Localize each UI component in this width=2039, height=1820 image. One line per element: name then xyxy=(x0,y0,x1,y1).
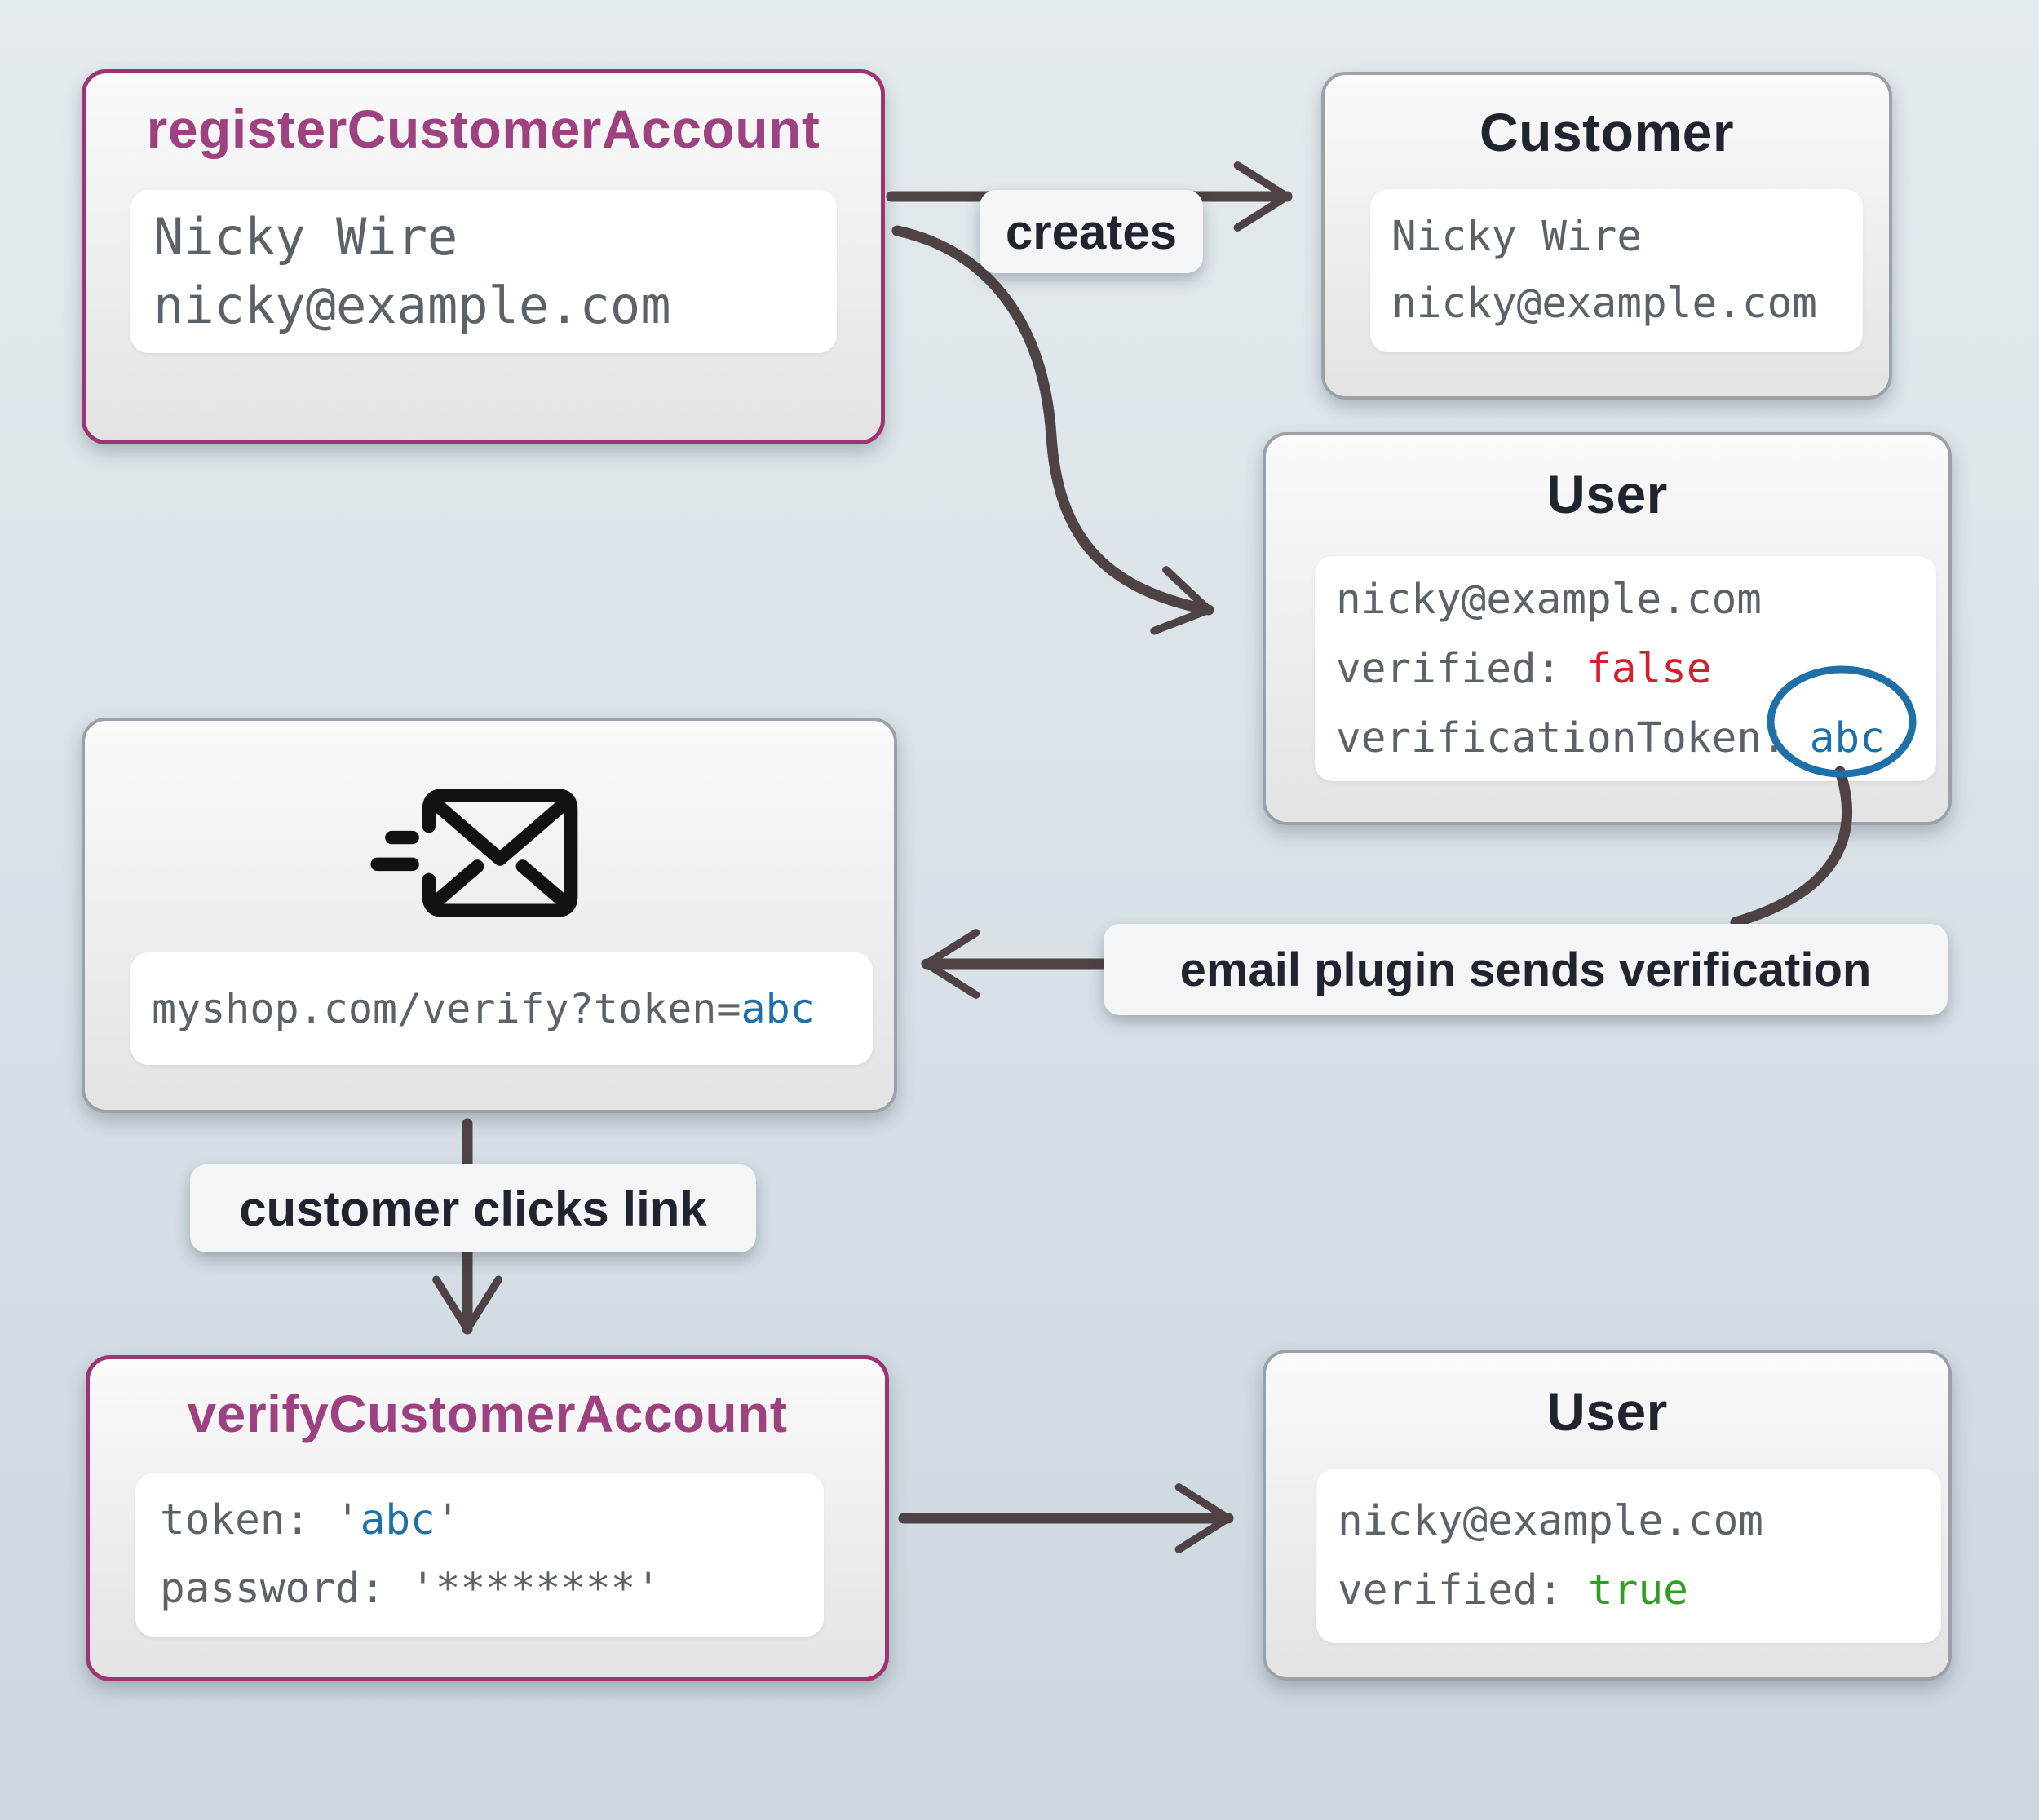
user-unverified-node: User nicky@example.com verified: false v… xyxy=(1263,432,1952,825)
user-verified-email-line: nicky@example.com xyxy=(1338,1497,1763,1545)
customer-payload-card: Nicky Wire nicky@example.com xyxy=(1370,189,1863,352)
verification-url-card: myshop.com/verify?token=abc xyxy=(130,952,873,1065)
register-name-line: Nicky Wire xyxy=(153,207,458,267)
register-payload-card: Nicky Wire nicky@example.com xyxy=(130,190,837,353)
arrow-register-to-user xyxy=(891,225,1214,635)
url-token-value: abc xyxy=(741,985,815,1032)
verified-true-value: true xyxy=(1588,1566,1688,1615)
customer-node-title: Customer xyxy=(1479,102,1735,162)
user-unverified-node-title: User xyxy=(1546,464,1668,524)
register-customer-account-node: registerCustomerAccount Nicky Wire nicky… xyxy=(82,69,885,444)
customer-node: Customer Nicky Wire nicky@example.com xyxy=(1321,72,1892,400)
user-verified-node-title: User xyxy=(1546,1381,1668,1442)
verify-payload-card: token: 'abc' password: '********' xyxy=(135,1473,824,1637)
verification-token-value: abc xyxy=(1809,713,1885,762)
email-message-node: myshop.com/verify?token=abc xyxy=(82,718,897,1113)
user-verified-verified-line: verified: true xyxy=(1338,1566,1688,1615)
user-unverified-payload-card: nicky@example.com verified: false verifi… xyxy=(1315,556,1936,781)
verify-customer-account-node: verifyCustomerAccount token: 'abc' passw… xyxy=(86,1355,889,1681)
register-node-title: registerCustomerAccount xyxy=(146,99,820,159)
email-send-icon xyxy=(370,789,578,917)
user-unverified-email-line: nicky@example.com xyxy=(1336,575,1762,624)
verification-url-line: myshop.com/verify?token=abc xyxy=(152,985,815,1032)
verify-password-line: password: '********' xyxy=(160,1565,661,1613)
verify-token-line: token: 'abc' xyxy=(160,1496,461,1544)
user-verified-payload-card: nicky@example.com verified: true xyxy=(1316,1469,1941,1643)
user-verified-node: User nicky@example.com verified: true xyxy=(1263,1350,1952,1681)
verified-false-value: false xyxy=(1586,644,1712,693)
customer-email-line: nicky@example.com xyxy=(1391,280,1817,328)
user-unverified-token-line: verificationToken:abc xyxy=(1336,713,1885,762)
email-plugin-edge-label: email plugin sends verification xyxy=(1104,924,1948,1015)
user-unverified-verified-line: verified: false xyxy=(1336,644,1712,693)
verify-node-title: verifyCustomerAccount xyxy=(187,1385,788,1443)
customer-clicks-edge-label: customer clicks link xyxy=(190,1164,756,1252)
register-email-line: nicky@example.com xyxy=(153,276,671,335)
verify-token-value: abc xyxy=(360,1496,436,1544)
customer-name-line: Nicky Wire xyxy=(1391,213,1643,261)
creates-edge-label: creates xyxy=(980,190,1203,273)
